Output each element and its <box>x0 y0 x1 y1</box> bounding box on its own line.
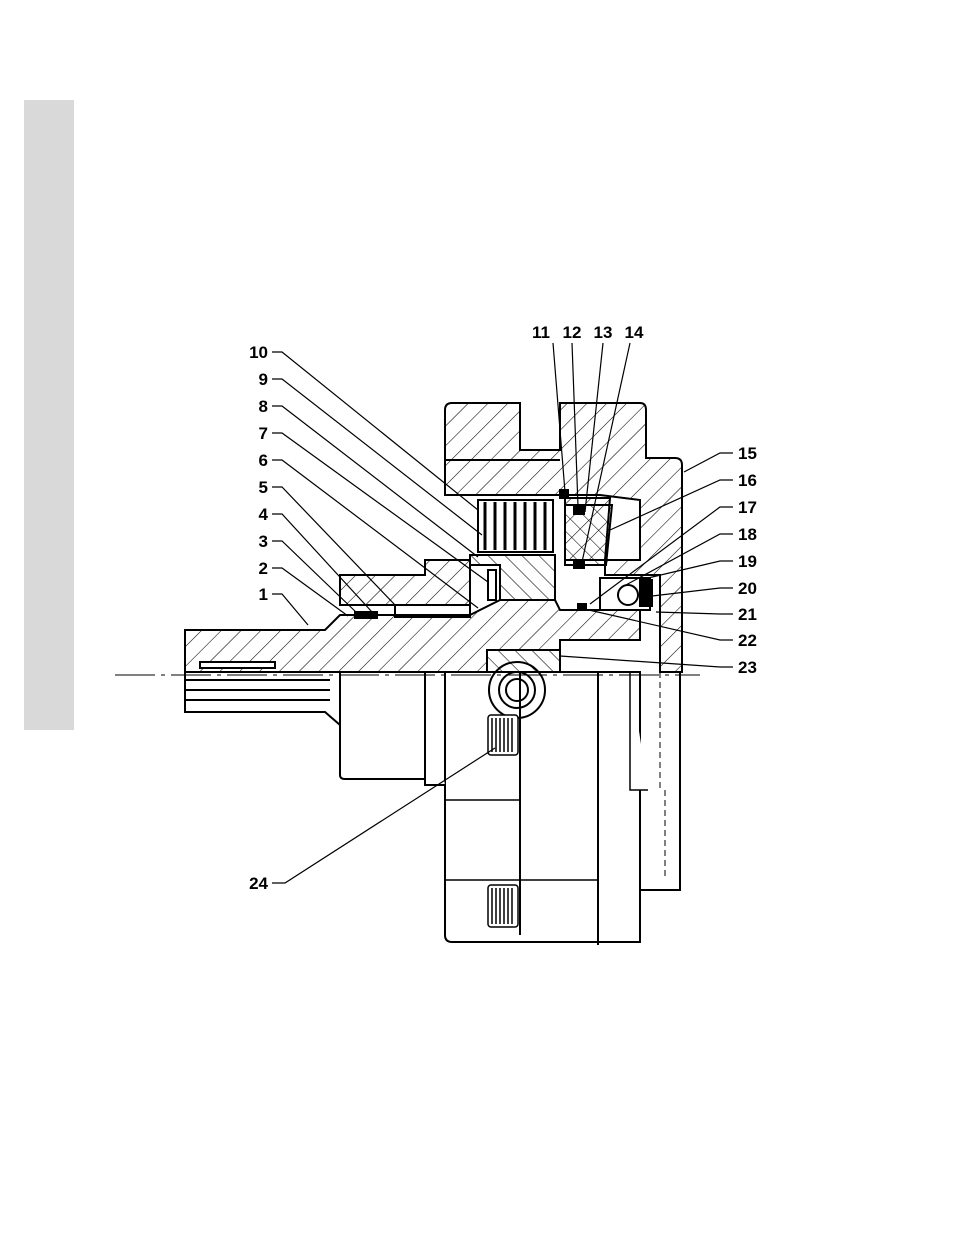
callout-23: 23 <box>738 658 757 677</box>
callout-7: 7 <box>259 424 268 443</box>
callout-4: 4 <box>259 505 269 524</box>
callout-21: 21 <box>738 605 757 624</box>
callout-14: 14 <box>625 323 644 342</box>
callout-10: 10 <box>249 343 268 362</box>
callout-20: 20 <box>738 579 757 598</box>
callout-18: 18 <box>738 525 757 544</box>
callout-16: 16 <box>738 471 757 490</box>
callout-3: 3 <box>259 532 268 551</box>
callout-5: 5 <box>259 478 268 497</box>
callout-17: 17 <box>738 498 757 517</box>
callout-8: 8 <box>259 397 268 416</box>
callouts-top: 11 12 13 14 <box>532 323 644 342</box>
callout-19: 19 <box>738 552 757 571</box>
callout-22: 22 <box>738 631 757 650</box>
callout-1: 1 <box>259 585 268 604</box>
callout-2: 2 <box>259 559 268 578</box>
callout-15: 15 <box>738 444 757 463</box>
callout-24: 24 <box>249 874 268 893</box>
callouts-right: 15 16 17 18 19 20 21 22 23 <box>738 444 757 677</box>
callout-11: 11 <box>532 323 550 342</box>
callouts-left: 10 9 8 7 6 5 4 3 2 1 <box>249 343 268 604</box>
callout-9: 9 <box>259 370 268 389</box>
callout-13: 13 <box>594 323 613 342</box>
lower-housing-exterior <box>185 672 680 945</box>
callout-12: 12 <box>563 323 582 342</box>
callout-6: 6 <box>259 451 268 470</box>
